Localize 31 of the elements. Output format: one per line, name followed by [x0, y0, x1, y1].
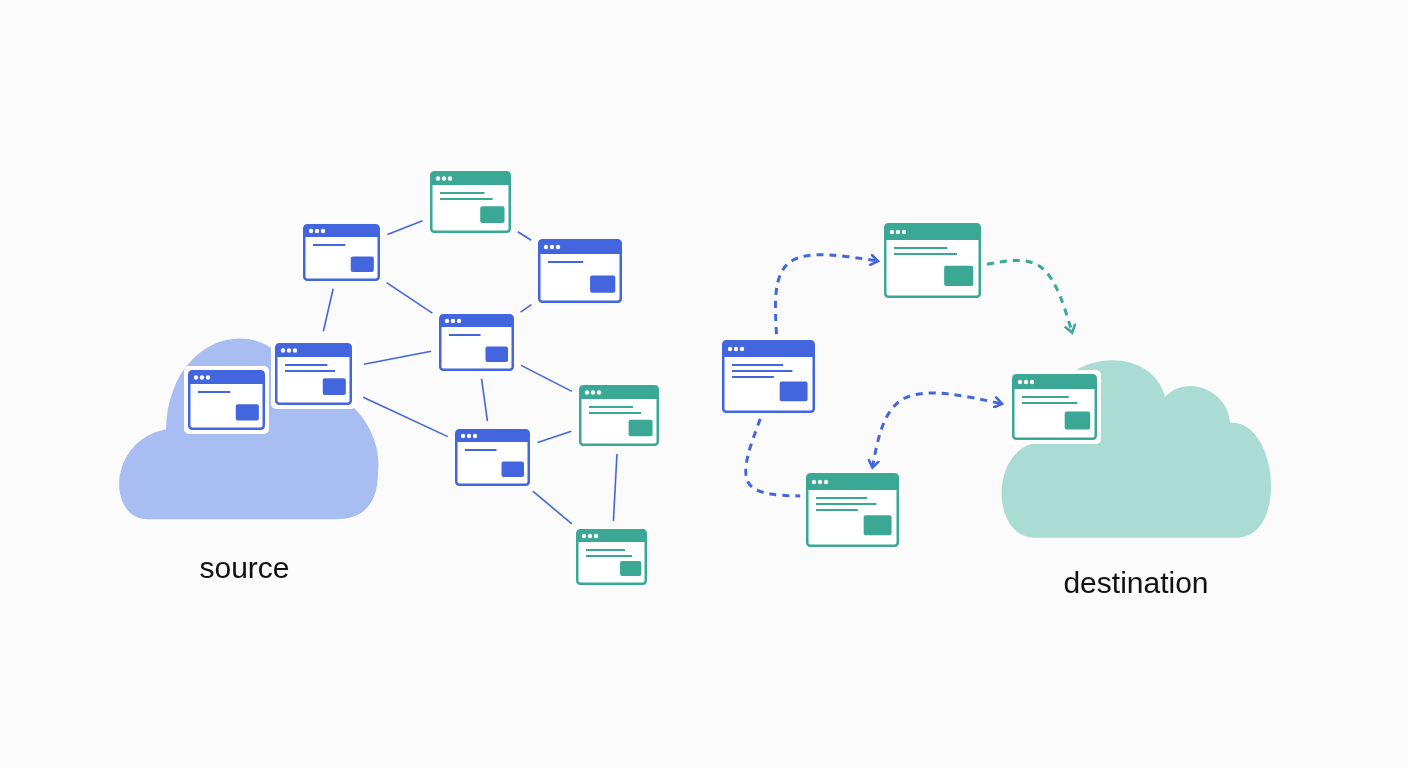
- app-window-icon: [576, 529, 647, 585]
- connector-line: [516, 231, 533, 242]
- connector-line: [531, 490, 573, 525]
- connector-line: [536, 430, 573, 444]
- dashed-arrow: [773, 253, 880, 335]
- cloud-label: source: [199, 551, 290, 585]
- app-window-icon: [430, 171, 511, 233]
- connector-line: [480, 378, 489, 422]
- connector-line: [519, 303, 533, 313]
- app-window-icon: [538, 239, 622, 303]
- dashed-arrow: [867, 391, 1004, 469]
- app-window-icon: [884, 223, 981, 298]
- app-window-icon: [439, 314, 514, 371]
- app-window-icon: [579, 385, 659, 446]
- connector-line: [612, 453, 618, 522]
- app-window-icon: [806, 473, 899, 547]
- connector-line: [520, 364, 573, 393]
- connector-line: [322, 288, 334, 332]
- app-window-icon: [1008, 370, 1101, 444]
- app-window-icon: [184, 366, 269, 434]
- dashed-connector: [744, 418, 801, 498]
- connector-line: [385, 281, 434, 314]
- connector-line: [362, 396, 449, 438]
- app-window-icon: [303, 224, 380, 281]
- connector-line: [363, 350, 432, 366]
- app-window-icon: [455, 429, 530, 486]
- connector-line: [386, 219, 424, 236]
- app-window-icon: [271, 339, 356, 409]
- dashed-arrow: [986, 258, 1077, 334]
- app-window-icon: [722, 340, 815, 413]
- cloud-label: destination: [1063, 566, 1209, 600]
